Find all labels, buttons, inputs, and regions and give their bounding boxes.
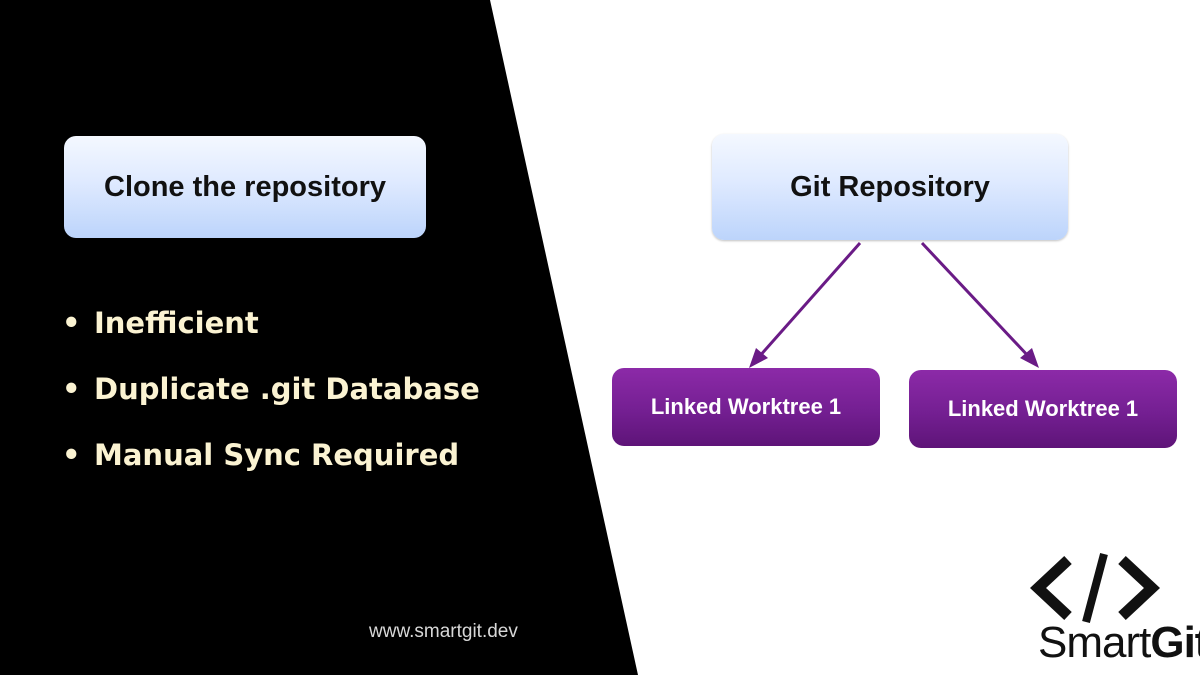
smartgit-code-brackets-icon bbox=[1030, 552, 1160, 624]
drawbacks-list: •Inefficient •Duplicate .git Database •M… bbox=[62, 300, 480, 498]
arrowhead-worktree-1 bbox=[749, 348, 768, 368]
bullet-dot: • bbox=[62, 372, 81, 406]
arrow-to-worktree-2 bbox=[920, 241, 1032, 360]
worktree-box: Linked Worktree 1 bbox=[612, 368, 880, 446]
git-repository-label: Git Repository bbox=[790, 170, 990, 203]
smartgit-logo-text: SmartGit bbox=[1038, 618, 1200, 667]
bullet-dot: • bbox=[62, 438, 81, 472]
list-item: •Duplicate .git Database bbox=[62, 366, 480, 432]
list-item: •Manual Sync Required bbox=[62, 432, 480, 498]
worktree-label: Linked Worktree 1 bbox=[650, 394, 842, 419]
clone-repository-box: Clone the repository bbox=[64, 136, 426, 238]
arrow-to-worktree-1 bbox=[756, 242, 862, 359]
clone-repository-label: Clone the repository bbox=[104, 170, 386, 203]
worktree-box: Linked Worktree 1 bbox=[909, 370, 1177, 448]
website-url: www.smartgit.dev bbox=[369, 621, 518, 642]
list-item: •Inefficient bbox=[62, 300, 480, 366]
git-repository-box: Git Repository bbox=[712, 134, 1068, 240]
worktree-label: Linked Worktree 1 bbox=[947, 396, 1139, 421]
bullet-dot: • bbox=[62, 306, 81, 340]
arrowhead-worktree-2 bbox=[1020, 348, 1039, 368]
